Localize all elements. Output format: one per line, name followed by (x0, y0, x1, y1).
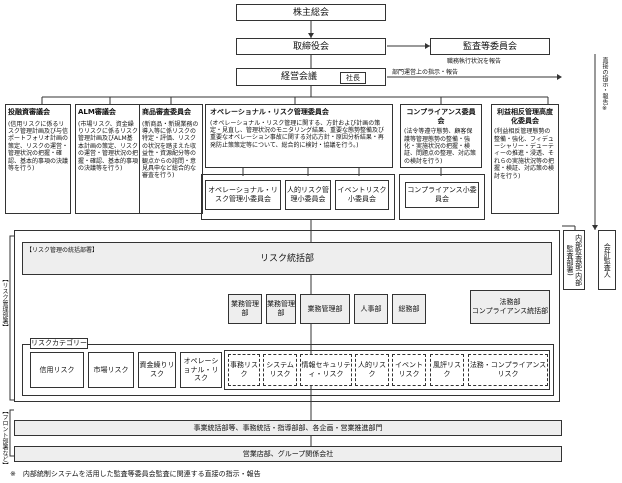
board-label: 取締役会 (292, 41, 329, 52)
risk-control-dept: リスク統括部 (22, 242, 552, 275)
risk-control-label: リスク統括部 (259, 253, 314, 264)
dept-label: 総務部 (398, 304, 420, 313)
op-risk-human: 人的リスク (355, 354, 389, 386)
board-to-audit-label: 職務執行状況を報告 (447, 58, 502, 65)
op-risk-label: イベントリスク (395, 361, 423, 378)
subcommittee-label: コンプライアンス小委員会 (407, 186, 477, 203)
committee-desc: (市場リスク、資金繰りリスクに係るリスク管理計画及びALM基本計画の策定、リスク… (78, 120, 139, 173)
board-of-directors: 取締役会 (236, 38, 386, 55)
dept-label: 業務管理部 (267, 300, 295, 317)
subcommittee-human: 人的リスク管理小委員会 (285, 180, 331, 210)
front-branches-label: 営業店部、グループ関係会社 (242, 449, 334, 458)
op-risk-infosec: 情報セキュリティ・リスク (300, 354, 352, 386)
dept-label: 人事部 (360, 304, 382, 313)
risk-category-label: リスクカテゴリー (31, 339, 87, 348)
op-risk-legal: 法務・コンプライアンスリスク (468, 354, 548, 386)
op-risk-system: システムリスク (263, 354, 297, 386)
op-risk-label: 風評リスク (433, 361, 461, 378)
committee-title: 商品審査委員会 (142, 108, 191, 116)
subcommittee-label: イベントリスク小委員会 (337, 186, 387, 203)
risk-liquidity: 資金繰りリスク (138, 352, 176, 388)
committee-title: コンプライアンス委員会 (406, 108, 476, 125)
committee-operational: オペレーショナル・リスク管理委員会 (オペレーショナル・リスク管理に関する、方針… (205, 104, 393, 168)
op-risk-subgroup (224, 350, 550, 390)
committee-desc: (法令等遵守態勢、顧客保護等管理態勢の整備・強化・実施状況の把握・検証、問題点の… (404, 128, 477, 165)
dept-general-affairs: 総務部 (392, 294, 426, 324)
dept-hr: 人事部 (354, 294, 388, 324)
op-risk-label: 法務・コンプライアンスリスク (469, 361, 547, 378)
internal-audit: 内部監査部(内部監査部署) (563, 230, 585, 290)
committee-title: 利益相反管理高度化委員会 (497, 108, 553, 125)
committee-desc: (利益相反管理態勢の整備・強化、フィデューシャリー・デューティーの推進・浸透、そ… (494, 128, 555, 180)
subcommittee-event: イベントリスク小委員会 (335, 180, 389, 210)
committee-loan: 投融資審議会 (信用リスクに係るリスク管理計画及び与信ポートフォリオ計画の策定、… (5, 104, 71, 214)
op-risk-label: システムリスク (266, 361, 294, 378)
dept-business-mgmt: 業務管理部 (266, 294, 296, 324)
risk-category-area (22, 344, 554, 396)
committee-conflict: 利益相反管理高度化委員会 (利益相反管理態勢の整備・強化、フィデューシャリー・デ… (491, 104, 559, 214)
subcommittee-opr: オペレーショナル・リスク管理小委員会 (205, 180, 281, 210)
front-branches: 営業店部、グループ関係会社 (14, 446, 562, 462)
dept-legal-compliance: 法務部 コンプライアンス統括部 (470, 290, 550, 324)
risk-management-area (14, 230, 560, 402)
op-risk-label: 事務リスク (230, 361, 258, 378)
dept-instruction-label: 部門運営上の指示・報告 (392, 69, 459, 76)
compliance-subcommittee-group (399, 174, 485, 220)
president-label: 社長 (346, 73, 360, 82)
dept-label: 法務部 コンプライアンス統括部 (471, 298, 549, 315)
opr-subcommittee-group (201, 174, 395, 220)
op-risk-label: 情報セキュリティ・リスク (301, 361, 351, 378)
subcommittee-compliance: コンプライアンス小委員会 (405, 182, 479, 208)
president: 社長 (340, 72, 366, 84)
risk-operational: オペレーショナル・リスク (180, 352, 222, 388)
front-business-label: 事業統括部等、事務統括・指導部部、各企画・営業推進部門 (193, 423, 383, 432)
subcommittee-label: オペレーショナル・リスク管理小委員会 (208, 186, 278, 203)
committee-product: 商品審査委員会 (新商品・新規業務の導入等に係リスクの特定・評価、リスクの状況を… (139, 104, 203, 214)
front-business-depts: 事業統括部等、事務統括・指導部部、各企画・営業推進部門 (14, 420, 562, 436)
direct-instruction-label: 直接の指示・報告※ (601, 57, 608, 112)
dept-business-mgmt: 業務管理部 (228, 294, 262, 324)
op-risk-event: イベントリスク (392, 354, 426, 386)
committee-compliance: コンプライアンス委員会 (法令等遵守態勢、顧客保護等管理態勢の整備・強化・実施状… (400, 104, 482, 168)
audit-committee: 監査等委員会 (430, 38, 550, 55)
op-risk-clerical: 事務リスク (228, 354, 260, 386)
committee-desc: (信用リスクに係るリスク管理計画及び与信ポートフォリオ計画の策定、リスクの運営・… (8, 120, 69, 173)
subcommittee-label: 人的リスク管理小委員会 (287, 186, 329, 203)
op-risk-label: 人的リスク (358, 361, 386, 378)
management-meeting-label: 経営会議 (281, 72, 318, 82)
risk-category-tag: リスクカテゴリー (30, 338, 88, 349)
dept-business-mgmt: 業務管理部 (300, 294, 350, 324)
audit-committee-label: 監査等委員会 (462, 41, 517, 52)
dept-label: 業務管理部 (231, 300, 259, 317)
shareholders-label: 株主総会 (292, 7, 329, 18)
committee-title: ALM審議会 (78, 108, 116, 116)
risk-label: 市場リスク (93, 365, 129, 374)
accounting-auditor-label: 会計監査人 (603, 242, 612, 278)
risk-label: 信用リスク (39, 365, 75, 374)
risk-control-tag: 【リスク管理の統括部署】 (26, 247, 99, 254)
risk-label: 資金繰りリスク (139, 361, 175, 378)
shareholders-meeting: 株主総会 (236, 4, 386, 21)
committee-title: 投融資審議会 (8, 108, 50, 116)
risk-credit: 信用リスク (30, 352, 84, 388)
footnote: ※ 内部統制システムを活用した監査等委員会監査に関連する直接の指示・報告 (10, 470, 261, 478)
committee-title: オペレーショナル・リスク管理委員会 (210, 108, 329, 116)
risk-label: オペレーショナル・リスク (183, 357, 219, 383)
committee-desc: (新商品・新規業務の導入等に係リスクの特定・評価、リスクの状況を踏まえた収益性・… (142, 120, 199, 180)
accounting-auditor: 会計監査人 (598, 230, 616, 290)
op-risk-reputation: 風評リスク (430, 354, 464, 386)
front-bracket-label: 【フロント部署など】 (1, 408, 8, 468)
dept-label: 業務管理部 (307, 304, 343, 313)
risk-market: 市場リスク (88, 352, 134, 388)
committee-desc: (オペレーショナル・リスク管理に関する、方針および計画の策定・見直し、管理状況の… (210, 119, 385, 149)
internal-audit-label: 内部監査部(内部監査部署) (566, 234, 583, 286)
risk-dept-bracket-label: 【リスク管理部署】 (1, 276, 8, 330)
committee-alm: ALM審議会 (市場リスク、資金繰りリスクに係るリスク管理計画及びALM基本計画… (75, 104, 141, 214)
